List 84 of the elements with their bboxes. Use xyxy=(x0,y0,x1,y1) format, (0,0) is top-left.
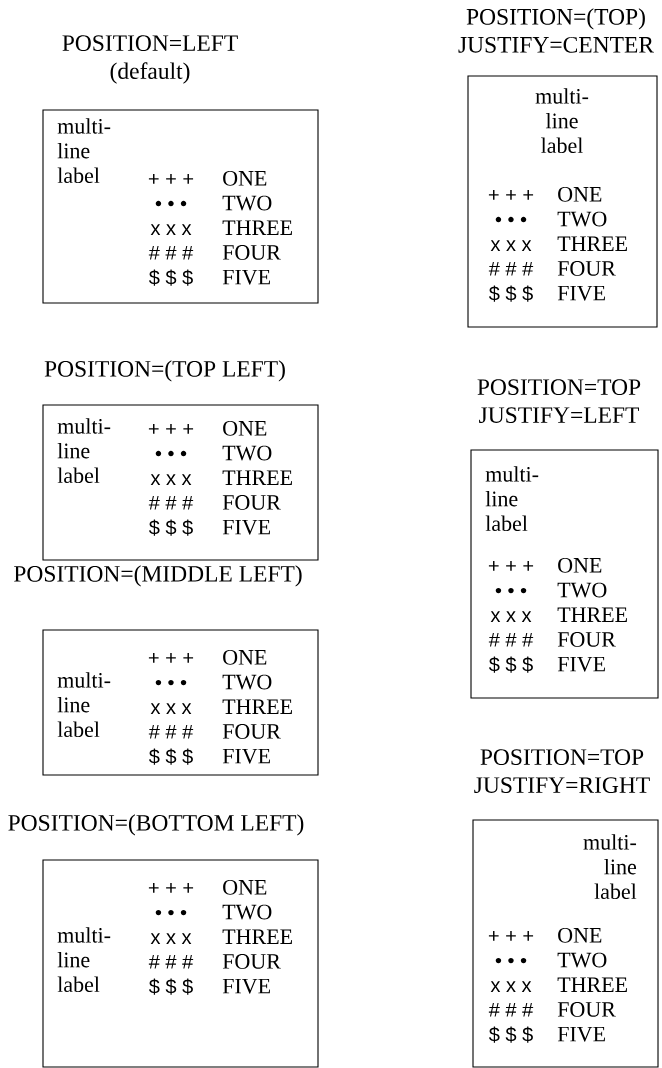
legend-entry: FOUR xyxy=(222,954,281,969)
legend-symbol: + + + xyxy=(148,652,194,663)
legend-symbol: • • • xyxy=(495,957,527,964)
legend-entry: FIVE xyxy=(222,269,270,285)
legend-entry: THREE xyxy=(222,929,292,944)
legend-entry: TWO xyxy=(222,195,272,211)
legend-title: POSITION=(TOP LEFT) xyxy=(44,360,285,382)
legend-symbol: + + + xyxy=(488,560,534,571)
legend-symbol: • • • xyxy=(155,909,187,916)
legend-symbol: # # # xyxy=(148,495,194,510)
legend-entry: ONE xyxy=(558,186,602,202)
legend-symbol: x x x xyxy=(490,981,532,992)
legend-entry: FIVE xyxy=(557,656,605,672)
legend-entry: TWO xyxy=(222,674,272,690)
legend-symbol: x x x xyxy=(150,224,192,235)
legend-entry: THREE xyxy=(222,470,292,485)
legend-title: POSITION=TOP JUSTIFY=RIGHT xyxy=(474,749,650,793)
legend-symbol: + + + xyxy=(488,930,534,941)
legend-symbol: + + + xyxy=(148,423,194,434)
legend-symbol: x x x xyxy=(150,703,192,714)
legend-entry: ONE xyxy=(223,420,267,436)
legend-entry: THREE xyxy=(222,220,292,235)
legend-entry: THREE xyxy=(222,699,292,714)
legend-title: POSITION=LEFT (default) xyxy=(62,35,238,84)
legend-entry: TWO xyxy=(222,904,272,920)
legend-entry: FIVE xyxy=(222,748,270,764)
legend-entry: THREE xyxy=(557,977,627,992)
multiline-text: multi- line label xyxy=(57,118,111,184)
legend-entry: FIVE xyxy=(222,519,270,535)
legend-entry: TWO xyxy=(557,952,607,968)
multiline-text: multi- line label xyxy=(583,834,637,900)
legend-title: POSITION=(BOTTOM LEFT) xyxy=(8,814,304,836)
legend-symbol: $ $ $ xyxy=(149,519,193,536)
legend-symbol: # # # xyxy=(488,632,534,647)
legend-entry: ONE xyxy=(558,927,602,943)
legend-symbol: # # # xyxy=(148,724,194,739)
legend-entry: ONE xyxy=(223,879,267,895)
legend-symbol: x x x xyxy=(490,611,532,622)
legend-entry: ONE xyxy=(223,170,267,186)
legend-title: POSITION=(MIDDLE LEFT) xyxy=(14,565,302,587)
legend-symbol: $ $ $ xyxy=(489,285,533,302)
multiline-text: multi- line label xyxy=(57,927,111,993)
legend-symbol: $ $ $ xyxy=(149,978,193,995)
legend-symbol: • • • xyxy=(495,216,527,223)
legend-entry: FOUR xyxy=(222,724,281,739)
legend-title: POSITION=TOP JUSTIFY=LEFT xyxy=(477,379,641,423)
legend-symbol: # # # xyxy=(148,954,194,969)
legend-symbol: • • • xyxy=(155,679,187,686)
legend-entry: THREE xyxy=(557,607,627,622)
legend-symbol: $ $ $ xyxy=(149,269,193,286)
legend-entry: FOUR xyxy=(222,495,281,510)
legend-symbol: x x x xyxy=(490,240,532,251)
legend-symbol: • • • xyxy=(155,200,187,207)
multiline-text: multi- line label xyxy=(57,418,111,484)
legend-symbol: + + + xyxy=(148,173,194,184)
legend-entry: TWO xyxy=(222,445,272,461)
legend-symbol: + + + xyxy=(148,882,194,893)
legend-entry: TWO xyxy=(557,582,607,598)
multiline-text: multi- line label xyxy=(535,88,589,154)
legend-entry: FOUR xyxy=(222,245,281,260)
legend-entry: FIVE xyxy=(557,285,605,301)
multiline-text: multi- line label xyxy=(485,466,539,532)
multiline-text: multi- line label xyxy=(57,672,111,738)
legend-symbol: + + + xyxy=(488,189,534,200)
legend-entry: THREE xyxy=(557,236,627,251)
legend-symbol: # # # xyxy=(148,245,194,260)
legend-symbol: • • • xyxy=(495,587,527,594)
legend-entry: ONE xyxy=(558,557,602,573)
legend-entry: ONE xyxy=(223,649,267,665)
legend-entry: FIVE xyxy=(557,1026,605,1042)
legend-entry: FOUR xyxy=(557,1002,616,1017)
legend-symbol: x x x xyxy=(150,933,192,944)
legend-symbol: # # # xyxy=(488,1002,534,1017)
legend-symbol: # # # xyxy=(488,261,534,276)
legend-symbol: $ $ $ xyxy=(149,748,193,765)
legend-symbol: $ $ $ xyxy=(489,656,533,673)
legend-entry: FOUR xyxy=(557,632,616,647)
legend-entry: FIVE xyxy=(222,978,270,994)
legend-symbol: $ $ $ xyxy=(489,1026,533,1043)
legend-entry: TWO xyxy=(557,211,607,227)
legend-entry: FOUR xyxy=(557,261,616,276)
legend-symbol: x x x xyxy=(150,474,192,485)
legend-symbol: • • • xyxy=(155,450,187,457)
legend-title: POSITION=(TOP) JUSTIFY=CENTER xyxy=(458,8,654,53)
